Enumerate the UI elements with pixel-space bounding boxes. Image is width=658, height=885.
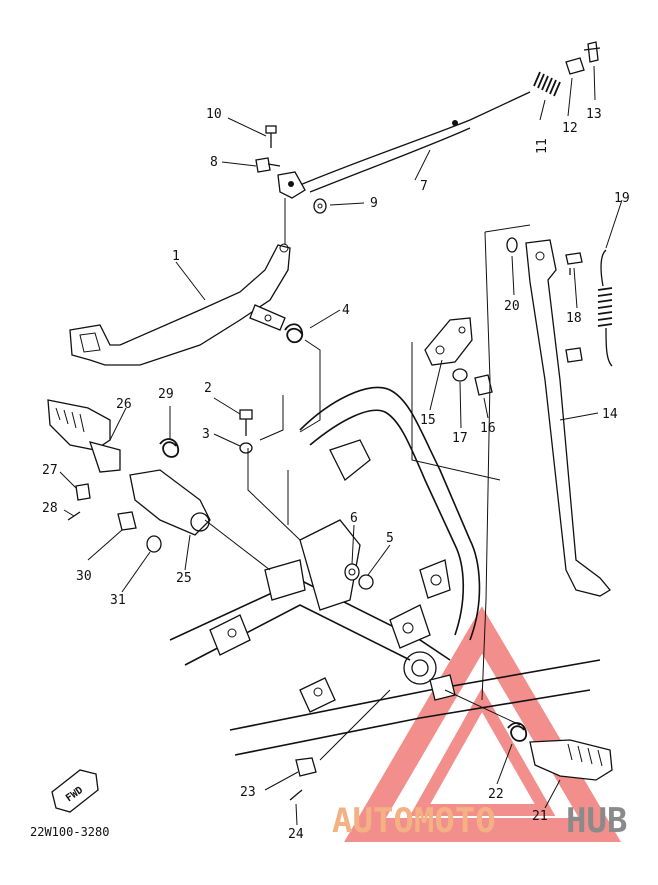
- bolt-16: [474, 374, 493, 396]
- spring-22: [507, 722, 528, 742]
- washer-6: [344, 563, 360, 581]
- watermark-logo: [344, 606, 622, 842]
- part-label-11: 11: [535, 138, 550, 154]
- bolt-23: [295, 757, 317, 777]
- watermark-text: AUTOMOTO HUB: [332, 801, 627, 841]
- guide-lines: [204, 198, 531, 761]
- side-stand: [525, 239, 611, 597]
- nut-9: [313, 198, 327, 214]
- bolt-2: [239, 409, 253, 436]
- part-numbers: 1 2 3 4 5 6 7 8 9 10 11 12 13 14 15 16 1…: [42, 107, 630, 842]
- diagram-code: 22W100-3280: [30, 825, 109, 839]
- part-label-19: 19: [614, 191, 630, 206]
- part-label-29: 29: [158, 387, 174, 402]
- part-label-20: 20: [504, 299, 520, 314]
- part-label-12: 12: [562, 121, 578, 136]
- part-label-6: 6: [350, 511, 358, 526]
- pivot-shaft: [249, 304, 286, 331]
- footrest-right: [529, 739, 613, 781]
- part-label-21: 21: [532, 809, 548, 824]
- part-label-9: 9: [370, 196, 378, 211]
- part-label-30: 30: [76, 569, 92, 584]
- pin-stand: [565, 347, 583, 363]
- part-label-8: 8: [210, 155, 218, 170]
- spring-19: [597, 249, 613, 367]
- part-label-1: 1: [172, 249, 180, 264]
- clip-24: [289, 789, 303, 801]
- bolt-10: [265, 125, 277, 148]
- part-label-13: 13: [586, 107, 602, 122]
- part-label-18: 18: [566, 311, 582, 326]
- bolt-30: [117, 511, 137, 531]
- part-label-14: 14: [602, 407, 618, 422]
- bolt-18: [565, 252, 583, 275]
- spring-4: [284, 323, 304, 344]
- part-label-16: 16: [480, 421, 496, 436]
- part-label-26: 26: [116, 397, 132, 412]
- leader-lines: [59, 65, 623, 826]
- part-label-27: 27: [42, 463, 58, 478]
- part-label-15: 15: [420, 413, 436, 428]
- part-label-25: 25: [176, 571, 192, 586]
- watermark-text-left: AUTOMOTO: [332, 801, 496, 841]
- frame: [169, 386, 601, 756]
- part-label-31: 31: [110, 593, 126, 608]
- part-label-3: 3: [202, 427, 210, 442]
- part-label-5: 5: [386, 531, 394, 546]
- cable-adjuster: [565, 41, 601, 75]
- stand-bracket-15: [424, 317, 473, 366]
- spring-29: [159, 438, 180, 458]
- part-label-28: 28: [42, 501, 58, 516]
- bolt-8: [255, 157, 281, 173]
- part-label-2: 2: [204, 381, 212, 396]
- spring-11: [533, 71, 561, 97]
- circlip-5: [358, 574, 374, 590]
- washer-31: [146, 535, 162, 553]
- part-label-10: 10: [206, 107, 222, 122]
- part-label-7: 7: [420, 179, 428, 194]
- fwd-arrow-icon: FWD: [51, 769, 99, 813]
- part-label-4: 4: [342, 303, 350, 318]
- watermark-text-right: HUB: [566, 801, 627, 841]
- brake-cable: [277, 91, 531, 199]
- part-label-24: 24: [288, 827, 304, 842]
- pin-27: [75, 483, 91, 501]
- bracket-25: [129, 469, 211, 536]
- nut-20: [506, 237, 518, 253]
- nut-3: [239, 442, 253, 454]
- part-label-22: 22: [488, 787, 504, 802]
- washer-17: [452, 368, 468, 382]
- part-label-17: 17: [452, 431, 468, 446]
- footrest-left: [47, 399, 121, 473]
- brake-pedal: [69, 243, 291, 366]
- part-label-23: 23: [240, 785, 256, 800]
